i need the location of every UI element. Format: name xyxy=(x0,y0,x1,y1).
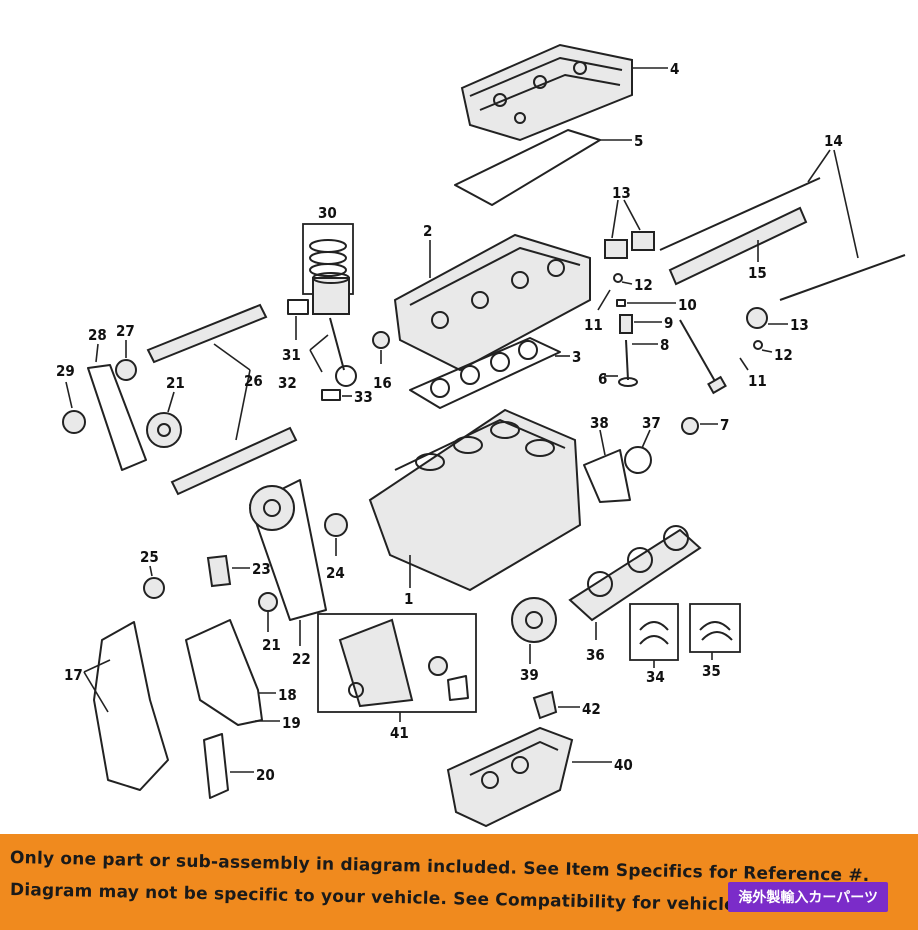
callout-34: 34 xyxy=(646,668,665,686)
callout-28: 28 xyxy=(88,326,107,344)
callout-42: 42 xyxy=(582,700,601,718)
disclaimer-banner: Only one part or sub-assembly in diagram… xyxy=(0,834,918,930)
callout-17: 17 xyxy=(64,666,83,684)
callout-30: 30 xyxy=(318,204,337,222)
part-oil-pan xyxy=(446,726,574,828)
part-camshaft xyxy=(668,206,808,286)
callout-21a: 21 xyxy=(166,374,185,392)
callout-32: 32 xyxy=(278,374,297,392)
callout-36: 36 xyxy=(586,646,605,664)
callout-5: 5 xyxy=(634,132,643,150)
callout-1: 1 xyxy=(404,590,413,608)
callout-39: 39 xyxy=(520,666,539,684)
part-piston xyxy=(312,272,350,315)
callout-18: 18 xyxy=(278,686,297,704)
callout-13b: 13 xyxy=(790,316,809,334)
callout-40: 40 xyxy=(614,756,633,774)
callout-26: 26 xyxy=(244,372,263,390)
part-engine-block xyxy=(368,408,582,592)
part-cam-sprocket-bolt xyxy=(604,239,628,259)
callout-12a: 12 xyxy=(634,276,653,294)
callout-10: 10 xyxy=(678,296,697,314)
callout-19: 19 xyxy=(282,714,301,732)
callout-2: 2 xyxy=(423,222,432,240)
callout-37: 37 xyxy=(642,414,661,432)
callout-13a: 13 xyxy=(612,184,631,202)
callout-12b: 12 xyxy=(774,346,793,364)
callout-25: 25 xyxy=(140,548,159,566)
callout-6: 6 xyxy=(598,370,607,388)
part-valve-cover-gasket xyxy=(454,129,601,206)
callout-3: 3 xyxy=(572,348,581,366)
callout-15: 15 xyxy=(748,264,767,282)
engine-exploded-diagram: 4 5 2 3 1 14 15 13 13 xyxy=(56,43,906,828)
callout-21b: 21 xyxy=(262,636,281,654)
callout-11a: 11 xyxy=(584,316,603,334)
callout-23: 23 xyxy=(252,560,271,578)
callout-9: 9 xyxy=(664,314,673,332)
callout-31: 31 xyxy=(282,346,301,364)
callout-24: 24 xyxy=(326,564,345,582)
shop-badge: 海外製輸入カーパーツ xyxy=(728,882,888,912)
callout-35: 35 xyxy=(702,662,721,680)
part-valve-cover xyxy=(460,43,633,142)
callout-29: 29 xyxy=(56,362,75,380)
callout-22: 22 xyxy=(292,650,311,668)
part-crankshaft xyxy=(568,525,702,622)
callout-8: 8 xyxy=(660,336,669,354)
callout-4: 4 xyxy=(670,60,679,78)
part-head-gasket xyxy=(409,337,561,409)
callout-11b: 11 xyxy=(748,372,767,390)
callout-33: 33 xyxy=(354,388,373,406)
callout-16: 16 xyxy=(373,374,392,392)
disclaimer-line-2: Diagram may not be specific to your vehi… xyxy=(9,880,754,916)
callout-7: 7 xyxy=(720,416,729,434)
callout-27: 27 xyxy=(116,322,135,340)
callout-41: 41 xyxy=(390,724,409,742)
disclaimer-line-1: Only one part or sub-assembly in diagram… xyxy=(9,848,870,887)
callout-20: 20 xyxy=(256,766,275,784)
callout-14: 14 xyxy=(824,132,843,150)
part-cylinder-head xyxy=(393,233,591,372)
callout-38: 38 xyxy=(590,414,609,432)
